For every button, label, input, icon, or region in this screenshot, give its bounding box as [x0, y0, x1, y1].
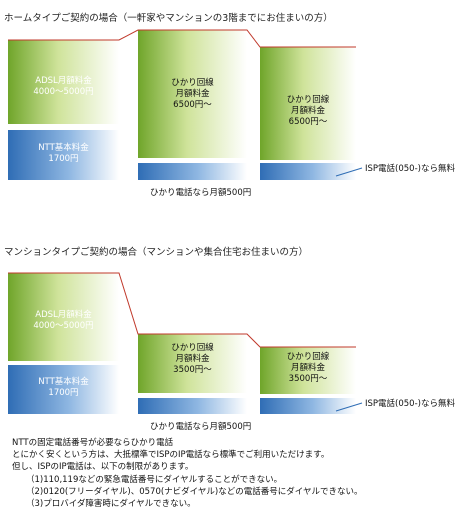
home-hikari1-bar: ひかり回線 月額料金 6500円〜: [138, 30, 247, 158]
home-isp-bar: [260, 163, 356, 180]
mansion-adsl-bar: ADSL月額料金 4000〜5000円: [8, 273, 119, 361]
mansion-hikari1-bar: ひかり回線 月額料金 3500円〜: [138, 334, 247, 393]
home-phone1-bar: [138, 163, 247, 180]
note-line-1: NTTの固定電話番号が必要ならひかり電話: [12, 438, 174, 448]
mansion-title: マンションタイプご契約の場合（マンションや集合住宅お住まいの方）: [4, 247, 309, 258]
home-ntt-bar: NTT基本料金 1700円: [8, 130, 119, 180]
home-hikari2-bar: ひかり回線 月額料金 6500円〜: [260, 47, 356, 160]
home-title: ホームタイプご契約の場合（一軒家やマンションの3階までにお住まいの方）: [4, 13, 333, 24]
home-adsl-bar: ADSL月額料金 4000〜5000円: [8, 40, 119, 124]
home-phone-caption: ひかり電話なら月額500円: [150, 188, 252, 198]
mansion-hikari1-label: ひかり回線 月額料金 3500円〜: [171, 343, 214, 375]
home-isp-note: ISP電話(050-)なら無料: [365, 164, 455, 174]
mansion-adsl-label: ADSL月額料金 4000〜5000円: [33, 310, 94, 331]
home-hikari1-label: ひかり回線 月額料金 6500円〜: [171, 78, 214, 110]
mansion-isp-note: ISP電話(050-)なら無料: [365, 399, 455, 409]
mansion-ntt-label: NTT基本料金 1700円: [38, 377, 89, 398]
note-line-5: （2)0120(フリーダイヤル)、0570(ナビダイヤル)などの電話番号にダイヤ…: [26, 487, 363, 497]
mansion-isp-bar: [260, 398, 356, 414]
note-line-6: （3)プロバイダ障害時にダイヤルできない。: [26, 499, 196, 509]
note-line-2: とにかく安くという方は、大抵標準でISPのIP電話なら標準でご利用いただけます。: [12, 450, 330, 460]
mansion-hikari2-label: ひかり回線 月額料金 3500円〜: [286, 352, 330, 384]
home-ntt-label: NTT基本料金 1700円: [38, 143, 89, 164]
note-line-4: （1)110,119などの緊急電話番号にダイヤルすることができない。: [26, 475, 283, 485]
mansion-phone1-bar: [138, 398, 247, 414]
note-line-3: 但し、ISPのIP電話は、以下の制限があります。: [12, 462, 194, 472]
mansion-phone-caption: ひかり電話なら月額500円: [150, 422, 252, 432]
mansion-ntt-bar: NTT基本料金 1700円: [8, 365, 119, 414]
mansion-hikari2-bar: ひかり回線 月額料金 3500円〜: [260, 347, 356, 394]
home-adsl-label: ADSL月額料金 4000〜5000円: [33, 76, 94, 97]
home-hikari2-label: ひかり回線 月額料金 6500円〜: [286, 95, 330, 127]
